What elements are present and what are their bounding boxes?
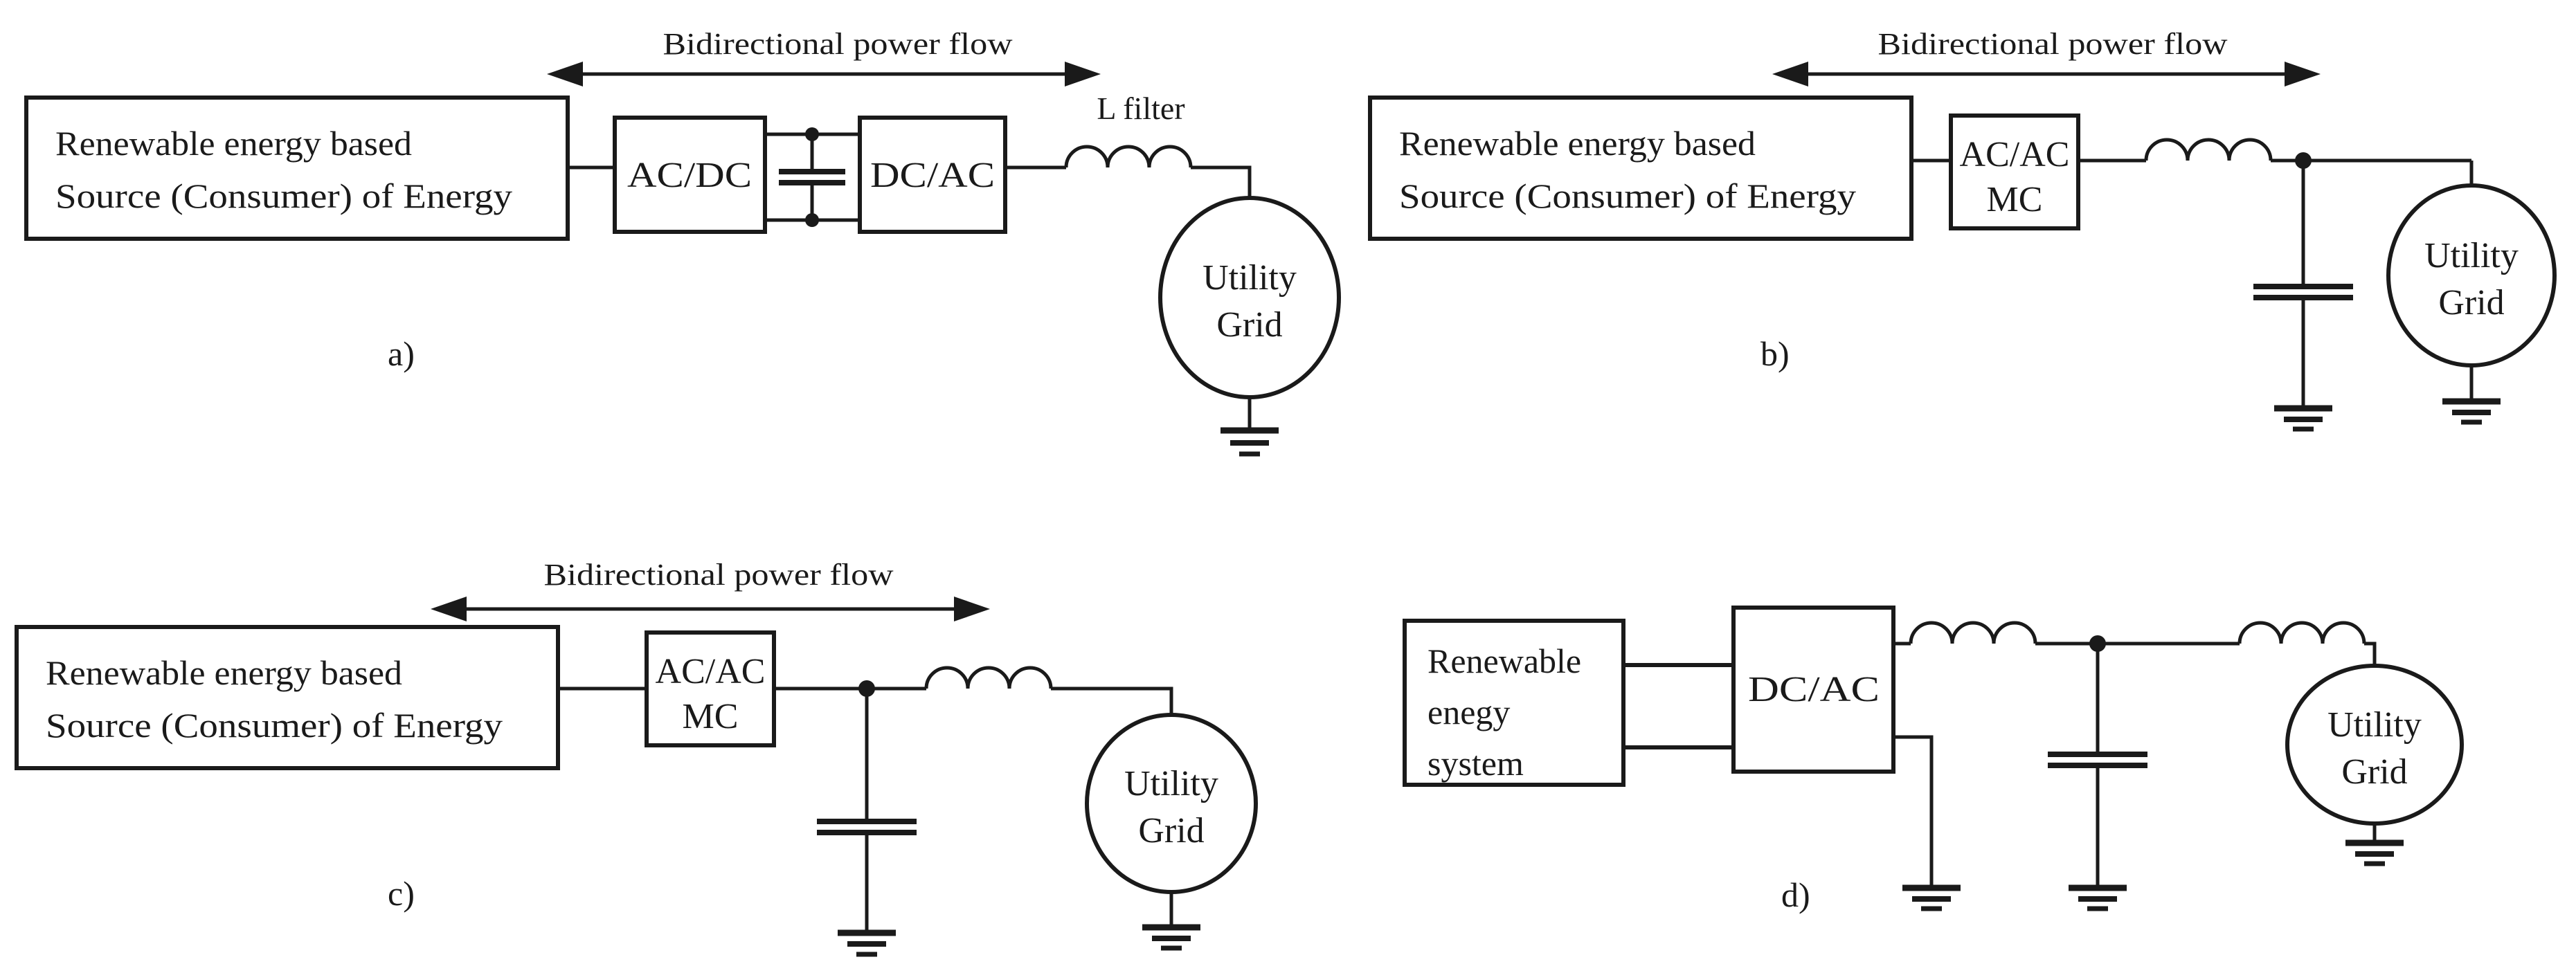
panel-b-acac-mc-box <box>1949 113 2080 230</box>
panel-d-grid-label-line1: Utility <box>2327 705 2422 745</box>
panel-a-flow-label: Bidirectional power flow <box>663 27 1013 61</box>
panel-d-source-label-line2: enegy <box>1427 693 1510 731</box>
panel-a-filter-label: L filter <box>1097 91 1185 126</box>
panel-b: Bidirectional power flow Renewable energ… <box>1368 27 2557 432</box>
panel-b-label: b) <box>1760 334 1790 373</box>
panel-a-grid-label-line1: Utility <box>1203 258 1297 298</box>
panel-a-label: a) <box>388 334 415 373</box>
panel-b-source-box <box>1368 96 1913 241</box>
panel-a-dcac-label: DC/AC <box>870 156 995 195</box>
panel-b-source-label-line2: Source (Consumer) of Energy <box>1399 176 1856 215</box>
panel-c-grid-label-line1: Utility <box>1124 764 1218 803</box>
inductor-symbol <box>1909 621 2037 644</box>
capacitor-symbol <box>2253 161 2353 408</box>
panel-d-source-label-line1: Renewable <box>1427 642 1581 680</box>
dc-link-capacitor-symbol <box>765 127 860 227</box>
panel-c: Bidirectional power flow Renewable energ… <box>15 558 1258 957</box>
panel-b-mc-label: MC <box>1987 180 2043 219</box>
junction-dot <box>805 213 819 227</box>
ground-symbol <box>1902 884 1961 911</box>
panel-c-source-label-line2: Source (Consumer) of Energy <box>46 706 503 745</box>
panel-d-source-box <box>1403 619 1625 787</box>
panel-a-source-label-line1: Renewable energy based <box>55 124 412 163</box>
panel-c-mc-label: MC <box>683 697 739 736</box>
panel-b-acac-label: AC/AC <box>1960 135 2070 174</box>
panel-c-flow-label: Bidirectional power flow <box>544 558 894 592</box>
wire <box>1893 735 1934 888</box>
panel-c-acac-mc-box <box>645 630 776 747</box>
panel-a-utility-grid-circle <box>1158 196 1341 399</box>
panel-b-grid-label-line1: Utility <box>2424 236 2519 275</box>
panel-c-grid-label-line2: Grid <box>1138 811 1204 851</box>
panel-a-dcac-box <box>858 116 1007 234</box>
wire <box>1191 165 1252 199</box>
panel-d-dcac-label: DC/AC <box>1748 670 1880 709</box>
ground-symbol <box>2069 884 2127 911</box>
panel-c-utility-grid-circle <box>1085 713 1258 894</box>
ground-symbol <box>2442 365 2501 425</box>
panel-a: Bidirectional power flow Renewable energ… <box>24 27 1341 457</box>
inductor-symbol <box>1064 145 1193 168</box>
panel-a-acdc-box <box>613 116 767 234</box>
panel-c-label: c) <box>388 874 415 913</box>
junction-dot <box>805 127 819 141</box>
panel-d-grid-label-line2: Grid <box>2341 752 2407 792</box>
panel-a-source-box <box>24 96 570 241</box>
panel-b-flow-label: Bidirectional power flow <box>1878 27 2228 61</box>
panel-c-source-box <box>15 625 560 770</box>
panel-d-source-label-line3: system <box>1427 744 1524 783</box>
ground-symbol <box>1142 892 1200 951</box>
bidirectional-arrow-icon <box>431 597 990 621</box>
panel-a-source-label-line2: Source (Consumer) of Energy <box>55 176 512 215</box>
panel-d: Renewable enegy system DC/AC <box>1403 606 2464 914</box>
ground-symbol <box>2274 405 2332 432</box>
capacitor-symbol <box>2048 644 2147 888</box>
bidirectional-arrow-icon <box>547 62 1101 87</box>
panel-b-source-label-line1: Renewable energy based <box>1399 124 1756 163</box>
panel-b-utility-grid-circle <box>2386 183 2557 367</box>
inductor-symbol <box>924 666 1053 689</box>
panel-d-utility-grid-circle <box>2285 664 2464 826</box>
ground-symbol <box>1221 397 1279 457</box>
panel-c-acac-label: AC/AC <box>656 652 766 691</box>
ground-symbol <box>838 929 896 957</box>
panel-a-grid-label-line2: Grid <box>1216 305 1282 345</box>
panel-d-dcac-box <box>1731 606 1895 774</box>
capacitor-symbol <box>817 689 917 933</box>
panel-d-label: d) <box>1781 875 1810 914</box>
inductor-symbol <box>2144 138 2273 161</box>
panel-b-grid-label-line2: Grid <box>2438 283 2504 322</box>
ground-symbol <box>2345 824 2404 866</box>
panel-c-source-label-line1: Renewable energy based <box>46 653 402 692</box>
bidirectional-arrow-icon <box>1772 62 2321 87</box>
inductor-symbol <box>2237 621 2366 644</box>
wire <box>2364 642 2377 666</box>
panel-a-acdc-label: AC/DC <box>627 156 752 195</box>
wire <box>1051 686 1173 715</box>
